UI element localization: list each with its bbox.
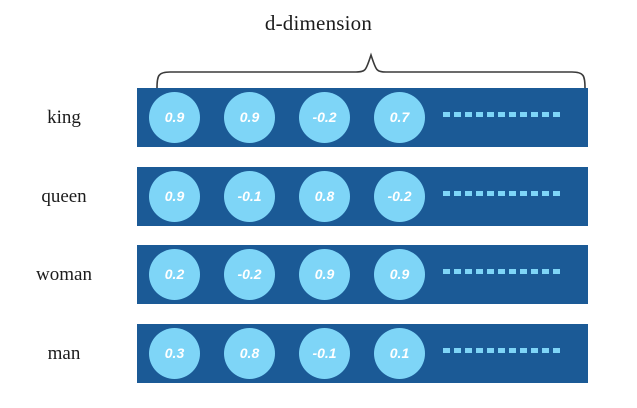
vector-cell: 0.3 <box>149 328 200 379</box>
ellipsis-dot <box>454 191 461 196</box>
row-label-man: man <box>47 343 81 364</box>
ellipsis-dot <box>454 348 461 353</box>
dashed-ellipsis-icon <box>443 191 573 196</box>
ellipsis-dot <box>498 348 505 353</box>
ellipsis-dot <box>487 269 494 274</box>
dashed-ellipsis-icon <box>443 112 573 117</box>
ellipsis-dot <box>465 112 472 117</box>
ellipsis-dot <box>476 112 483 117</box>
ellipsis-dot <box>553 112 560 117</box>
vector-bar-queen: 0.9 -0.1 0.8 -0.2 <box>137 167 588 226</box>
ellipsis-dot <box>465 348 472 353</box>
vector-bar-man: 0.3 0.8 -0.1 0.1 <box>137 324 588 383</box>
ellipsis-dot <box>454 269 461 274</box>
ellipsis-dot <box>509 112 516 117</box>
vector-cell: -0.1 <box>299 328 350 379</box>
ellipsis-dot <box>509 348 516 353</box>
ellipsis-dot <box>498 191 505 196</box>
row-label-queen: queen <box>41 186 87 207</box>
ellipsis-dot <box>476 348 483 353</box>
vector-cell: 0.1 <box>374 328 425 379</box>
vector-bar-woman: 0.2 -0.2 0.9 0.9 <box>137 245 588 304</box>
ellipsis-dot <box>542 269 549 274</box>
dashed-ellipsis-icon <box>443 348 573 353</box>
ellipsis-dot <box>487 112 494 117</box>
ellipsis-dot <box>476 269 483 274</box>
ellipsis-dot <box>542 191 549 196</box>
vector-row-king: king 0.9 0.9 -0.2 0.7 <box>0 88 637 147</box>
ellipsis-dot <box>553 191 560 196</box>
ellipsis-dot <box>443 191 450 196</box>
ellipsis-dot <box>542 348 549 353</box>
row-label-king: king <box>47 107 81 128</box>
ellipsis-dot <box>443 269 450 274</box>
ellipsis-dot <box>487 348 494 353</box>
ellipsis-dot <box>443 348 450 353</box>
ellipsis-dot <box>454 112 461 117</box>
page-title: d-dimension <box>264 11 373 35</box>
ellipsis-dot <box>465 269 472 274</box>
vector-cell: 0.9 <box>224 92 275 143</box>
vector-cell: 0.2 <box>149 249 200 300</box>
brace-path <box>156 52 586 89</box>
ellipsis-dot <box>520 348 527 353</box>
vector-cell: -0.1 <box>224 171 275 222</box>
dimension-brace <box>150 50 592 90</box>
ellipsis-dot <box>520 269 527 274</box>
ellipsis-dot <box>498 269 505 274</box>
ellipsis-dot <box>498 112 505 117</box>
ellipsis-dot <box>443 112 450 117</box>
ellipsis-dot <box>520 191 527 196</box>
ellipsis-dot <box>531 191 538 196</box>
ellipsis-dot <box>509 269 516 274</box>
vector-row-man: man 0.3 0.8 -0.1 0.1 <box>0 324 637 383</box>
ellipsis-dot <box>509 191 516 196</box>
vector-cell: 0.9 <box>374 249 425 300</box>
vector-row-queen: queen 0.9 -0.1 0.8 -0.2 <box>0 167 637 226</box>
ellipsis-dot <box>553 269 560 274</box>
vector-bar-king: 0.9 0.9 -0.2 0.7 <box>137 88 588 147</box>
ellipsis-dot <box>542 112 549 117</box>
vector-cell: 0.7 <box>374 92 425 143</box>
vector-cell: -0.2 <box>374 171 425 222</box>
ellipsis-dot <box>553 348 560 353</box>
ellipsis-dot <box>476 191 483 196</box>
vector-cell: 0.9 <box>149 92 200 143</box>
ellipsis-dot <box>487 191 494 196</box>
ellipsis-dot <box>531 348 538 353</box>
ellipsis-dot <box>520 112 527 117</box>
row-label-woman: woman <box>36 264 92 285</box>
vector-row-woman: woman 0.2 -0.2 0.9 0.9 <box>0 245 637 304</box>
ellipsis-dot <box>531 269 538 274</box>
ellipsis-dot <box>465 191 472 196</box>
vector-cell: 0.9 <box>299 249 350 300</box>
vector-cell: 0.8 <box>224 328 275 379</box>
vector-cell: -0.2 <box>224 249 275 300</box>
vector-cell: 0.9 <box>149 171 200 222</box>
dashed-ellipsis-icon <box>443 269 573 274</box>
vector-cell: -0.2 <box>299 92 350 143</box>
vector-cell: 0.8 <box>299 171 350 222</box>
ellipsis-dot <box>531 112 538 117</box>
